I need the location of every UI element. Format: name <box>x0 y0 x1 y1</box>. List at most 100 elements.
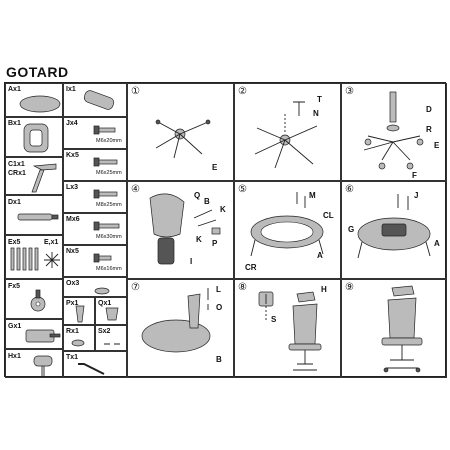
step-1-callout-e: E <box>212 163 218 172</box>
step-2-panel: ② T N <box>234 83 341 181</box>
step-8-callout-h: H <box>321 285 327 294</box>
armrest-icon <box>31 163 57 193</box>
part-cell-n: Nx5 M6x16mm <box>63 245 127 277</box>
allen-key-icon <box>78 363 105 375</box>
part-cell-k: Kx5 M6x25mm <box>63 149 127 181</box>
part-label-p: Px1 <box>66 300 79 307</box>
part-cell-h: Hx1 <box>5 349 63 378</box>
part-cell-e: Ex5 E,x1 <box>5 235 63 279</box>
bolt-l-icon <box>93 189 118 199</box>
bolt-size-n: M6x16mm <box>96 266 122 272</box>
step-1-panel: ① E <box>127 83 234 181</box>
gas-lift-icon <box>17 213 59 221</box>
mechanism-icon <box>25 329 61 343</box>
step-2-callout-t: T <box>317 95 322 104</box>
part-label-j: Jx4 <box>66 120 78 127</box>
part-label-r: Rx1 <box>66 328 79 335</box>
part-cell-s: Sx2 <box>95 325 127 351</box>
step-3-callout-r: R <box>426 125 432 134</box>
step-5-panel: ⑤ M CL CR A <box>234 181 341 279</box>
part-label-s: Sx2 <box>98 328 111 335</box>
step-4-callout-k1: K <box>220 205 226 214</box>
step-3-callout-f: F <box>412 171 417 180</box>
step-1-number: ① <box>131 86 140 97</box>
step-7-callout-o: O <box>216 303 223 312</box>
step-4-callout-q: Q <box>194 191 201 200</box>
step-7-panel: ⑦ L O B <box>127 279 234 378</box>
part-cell-t: Tx1 <box>63 351 127 378</box>
step-6-callout-j: J <box>414 191 419 200</box>
part-cell-q: Qx1 <box>95 297 127 325</box>
step-3-panel: ③ D R E F <box>341 83 447 181</box>
headrest-icon <box>33 355 53 376</box>
part-cell-a: Ax1 <box>5 83 63 117</box>
step-5-callout-cr: CR <box>245 263 257 272</box>
step-3-number: ③ <box>345 86 354 97</box>
part-cell-f: Fx5 <box>5 279 63 319</box>
step-8-callout-s: S <box>271 315 277 324</box>
part-cell-m: Mx6 M6x30mm <box>63 213 127 245</box>
part-label-b: Bx1 <box>8 120 21 127</box>
part-cell-c: C1x1 CRx1 <box>5 157 63 195</box>
lumbar-support-icon <box>83 90 115 110</box>
part-label-t: Tx1 <box>66 354 79 361</box>
part-label-c1: C1x1 <box>8 161 25 168</box>
part-label-g: Gx1 <box>8 323 22 330</box>
bolt-size-l: M8x25mm <box>96 202 122 208</box>
washer-icon <box>94 287 110 295</box>
cover-p-icon <box>75 305 85 323</box>
armrest-seat-diagram <box>250 192 324 257</box>
step-8-number: ⑧ <box>238 282 247 293</box>
step-4-callout-b: B <box>204 197 210 206</box>
step-4-callout-p: P <box>212 239 218 248</box>
gas-lift-casters-diagram <box>363 91 424 170</box>
part-label-k: Kx5 <box>66 152 79 159</box>
part-label-h: Hx1 <box>8 353 21 360</box>
part-cell-l: Lx3 M8x25mm <box>63 181 127 213</box>
step-5-callout-cl: CL <box>323 211 334 220</box>
part-label-a: Ax1 <box>8 86 21 93</box>
part-cell-r: Rx1 <box>63 325 95 351</box>
bolt-j-icon <box>93 125 116 135</box>
step-6-callout-a: A <box>434 239 440 248</box>
step-8-panel: ⑧ H S <box>234 279 341 378</box>
part-cell-o: Ox3 <box>63 277 127 297</box>
part-cell-g: Gx1 <box>5 319 63 349</box>
backrest-lumbar-diagram <box>149 193 221 265</box>
step-6-panel: ⑥ J G A <box>341 181 447 279</box>
step-9-panel: ⑨ <box>341 279 447 378</box>
step-2-number: ② <box>238 86 247 97</box>
step-5-callout-a: A <box>317 251 323 260</box>
bolt-m-icon <box>93 221 120 231</box>
step-6-callout-g: G <box>348 225 355 234</box>
part-label-o: Ox3 <box>66 280 80 287</box>
bolt-k-icon <box>93 157 118 167</box>
step-9-number: ⑨ <box>345 282 354 293</box>
base-legs-icon <box>10 247 60 271</box>
bolt-size-k: M6x25mm <box>96 170 122 176</box>
step-3-callout-d: D <box>426 105 432 114</box>
part-label-f: Fx5 <box>8 283 21 290</box>
chair-headrest-diagram <box>258 291 322 371</box>
step-4-callout-k2: K <box>196 235 202 244</box>
step-4-callout-i: I <box>190 257 193 266</box>
base-bolts-diagram <box>254 101 318 169</box>
step-7-callout-l: L <box>216 285 221 294</box>
part-label-q: Qx1 <box>98 300 112 307</box>
part-cell-b: Bx1 <box>5 117 63 157</box>
part-cell-i: Ix1 <box>63 83 127 117</box>
step-5-callout-m: M <box>309 191 316 200</box>
part-label-m: Mx6 <box>66 216 80 223</box>
part-cell-p: Px1 <box>63 297 95 325</box>
seat-panel-icon <box>19 95 61 113</box>
screw-s-icon <box>104 343 120 345</box>
product-title: GOTARD <box>6 64 69 80</box>
cover-q-icon <box>105 307 119 321</box>
part-label-d: Dx1 <box>8 199 21 206</box>
step-6-number: ⑥ <box>345 184 354 195</box>
part-label-e2: E,x1 <box>44 239 59 246</box>
mechanism-seat-diagram <box>357 194 431 259</box>
step-7-number: ⑦ <box>131 282 140 293</box>
part-cell-d: Dx1 <box>5 195 63 235</box>
bolt-size-m: M6x30mm <box>96 234 122 240</box>
